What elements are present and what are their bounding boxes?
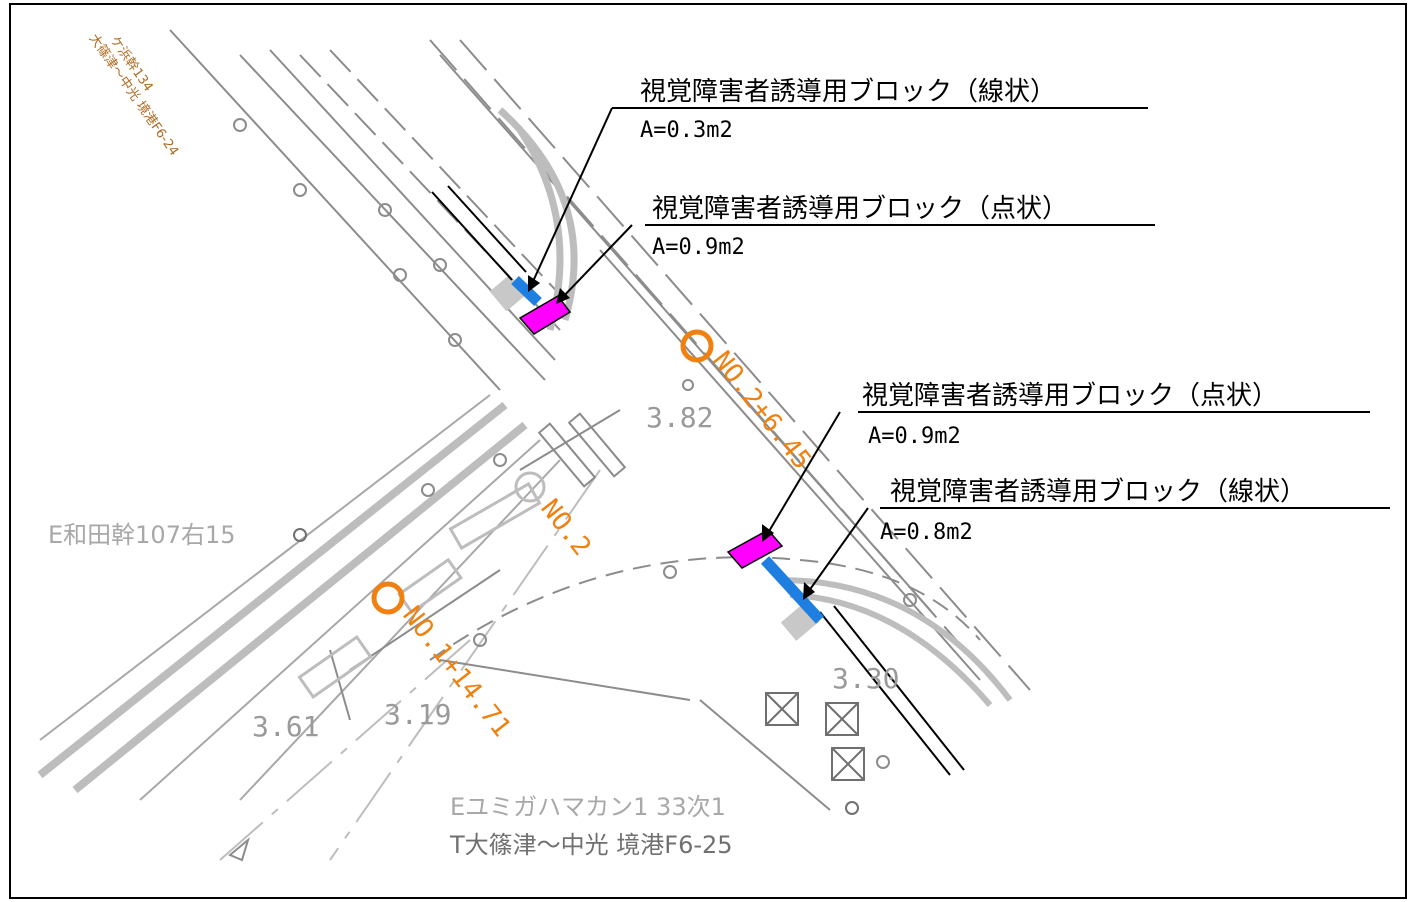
dot-block-lower: [726, 529, 784, 569]
elevation-label: 3.19: [384, 698, 451, 731]
catch-basin-symbols: [765, 692, 865, 781]
callout-3-area: A=0.9m2: [868, 424, 961, 449]
callout-4-title: 視覚障害者誘導用ブロック（線状）: [890, 477, 1306, 507]
callout-leaders: [529, 107, 1390, 596]
leader-arrowheads: [528, 275, 815, 600]
callout-2-area: A=0.9m2: [652, 235, 745, 260]
elevation-label: 3.82: [646, 401, 713, 434]
elevation-label: 3.30: [832, 662, 899, 695]
dot-block-upper: [518, 295, 572, 335]
reference-label-bottom-1: Eユミガハマカン1 33次1: [450, 793, 726, 821]
callout-1: 視覚障害者誘導用ブロック（線状） A=0.3m2: [640, 77, 1056, 143]
callout-3: 視覚障害者誘導用ブロック（点状） A=0.9m2: [862, 381, 1278, 449]
reference-label-bottom-2: T大篠津～中光 境港F6-25: [449, 831, 733, 859]
curb-lines: [431, 185, 965, 776]
linear-block-lower: [760, 556, 825, 624]
reference-label-left: E和田幹107右15: [48, 521, 236, 549]
reference-point-icon: [845, 801, 859, 815]
callout-4: 視覚障害者誘導用ブロック（線状） A=0.8m2: [880, 477, 1306, 545]
callout-2: 視覚障害者誘導用ブロック（点状） A=0.9m2: [652, 194, 1068, 260]
station-label: NO.2+6.45: [706, 346, 816, 475]
callout-3-title: 視覚障害者誘導用ブロック（点状）: [862, 381, 1278, 411]
linear-block-upper: [511, 276, 542, 306]
callout-2-title: 視覚障害者誘導用ブロック（点状）: [652, 194, 1068, 224]
benchmark-label: ケ浜幹134 大篠津～中光 境港F6-24: [86, 31, 182, 158]
elevation-label: 3.61: [252, 710, 319, 743]
callout-1-area: A=0.3m2: [640, 118, 733, 143]
callout-4-area: A=0.8m2: [880, 520, 973, 545]
reference-point-icon: [293, 528, 307, 542]
callout-1-title: 視覚障害者誘導用ブロック（線状）: [640, 77, 1056, 107]
benchmark-line-2: 大篠津～中光 境港F6-24: [86, 31, 182, 158]
station-markers: [371, 329, 714, 615]
drawing-frame: [9, 3, 1407, 899]
